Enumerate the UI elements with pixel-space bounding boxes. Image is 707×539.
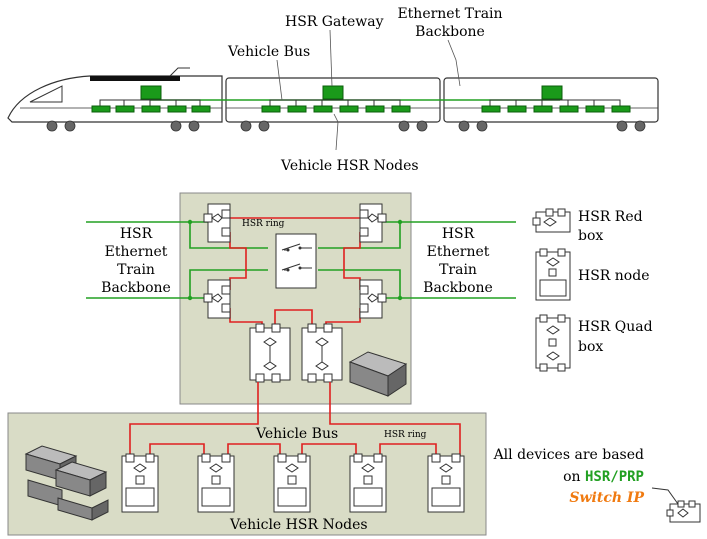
left-backbone-label: HSR Ethernet Train Backbone bbox=[101, 226, 171, 296]
car-network-1 bbox=[91, 85, 211, 113]
legend-red-box-icon bbox=[532, 208, 571, 233]
label-backbone-line1: Ethernet Train bbox=[397, 6, 502, 22]
left-backbone-line3: Train bbox=[117, 262, 155, 278]
hsr-red-box-bl bbox=[203, 279, 231, 319]
legend-node-label: HSR node bbox=[578, 268, 649, 284]
hsr-quad-box-right bbox=[301, 323, 343, 383]
right-backbone-line3: Train bbox=[439, 262, 477, 278]
left-backbone-line2: Ethernet bbox=[105, 244, 168, 260]
note-line2-code: HSR/PRP bbox=[585, 469, 644, 485]
right-backbone-line4: Backbone bbox=[423, 280, 493, 296]
vehicle-node-5 bbox=[427, 453, 465, 513]
legend-red-box-line2: box bbox=[578, 228, 603, 244]
label-vehicle-bus: Vehicle Bus bbox=[227, 44, 310, 60]
legend-node-icon bbox=[535, 248, 571, 301]
note-pointer bbox=[651, 487, 679, 505]
legend-quad-box-icon bbox=[535, 314, 571, 372]
note-line1: All devices are based bbox=[493, 447, 644, 463]
vehicle-node-4 bbox=[349, 453, 387, 513]
vehicle-node-1 bbox=[121, 453, 159, 513]
label-hsr-gateway: HSR Gateway bbox=[285, 14, 384, 30]
note-device-icon bbox=[666, 500, 701, 523]
note-line3: Switch IP bbox=[569, 490, 644, 506]
hsr-red-box-tr bbox=[359, 203, 387, 243]
legend-quad-box-line2: box bbox=[578, 339, 603, 355]
vehicle-hsr-nodes-label: Vehicle HSR Nodes bbox=[229, 517, 368, 533]
hsr-red-box-br bbox=[359, 279, 387, 319]
right-backbone-line1: HSR bbox=[442, 226, 475, 242]
switch-box bbox=[275, 233, 317, 289]
right-backbone-label: HSR Ethernet Train Backbone bbox=[423, 226, 493, 296]
car-network-3 bbox=[481, 85, 631, 113]
car-network-2 bbox=[261, 85, 411, 113]
note-line2-prefix: on bbox=[563, 469, 585, 485]
vehicle-bus-label: Vehicle Bus bbox=[255, 426, 338, 442]
left-backbone-line4: Backbone bbox=[101, 280, 171, 296]
backbone-junctions bbox=[187, 219, 403, 301]
ring-label-bottom: HSR ring bbox=[384, 430, 427, 440]
server-stack-icon bbox=[24, 445, 109, 521]
right-backbone-line2: Ethernet bbox=[427, 244, 490, 260]
ip-note: All devices are based on HSR/PRP Switch … bbox=[493, 447, 701, 523]
label-backbone-line2: Backbone bbox=[415, 24, 485, 40]
vehicle-node-3 bbox=[273, 453, 311, 513]
legend-quad-box-line1: HSR Quad bbox=[578, 319, 653, 335]
server-icon bbox=[348, 351, 408, 397]
callout-lines bbox=[276, 29, 461, 151]
vehicle-node-2 bbox=[197, 453, 235, 513]
note-line2: on HSR/PRP bbox=[563, 469, 644, 485]
ring-label-top: HSR ring bbox=[242, 219, 285, 229]
hsr-quad-box-left bbox=[249, 323, 291, 383]
hsr-red-box-tl bbox=[203, 203, 231, 243]
hsr-ring-bottom bbox=[129, 382, 461, 460]
label-vehicle-hsr-nodes: Vehicle HSR Nodes bbox=[280, 158, 419, 174]
legend: HSR Red box HSR node HSR Quad box bbox=[532, 208, 653, 372]
legend-red-box-line1: HSR Red bbox=[578, 209, 643, 225]
left-backbone-line1: HSR bbox=[120, 226, 153, 242]
